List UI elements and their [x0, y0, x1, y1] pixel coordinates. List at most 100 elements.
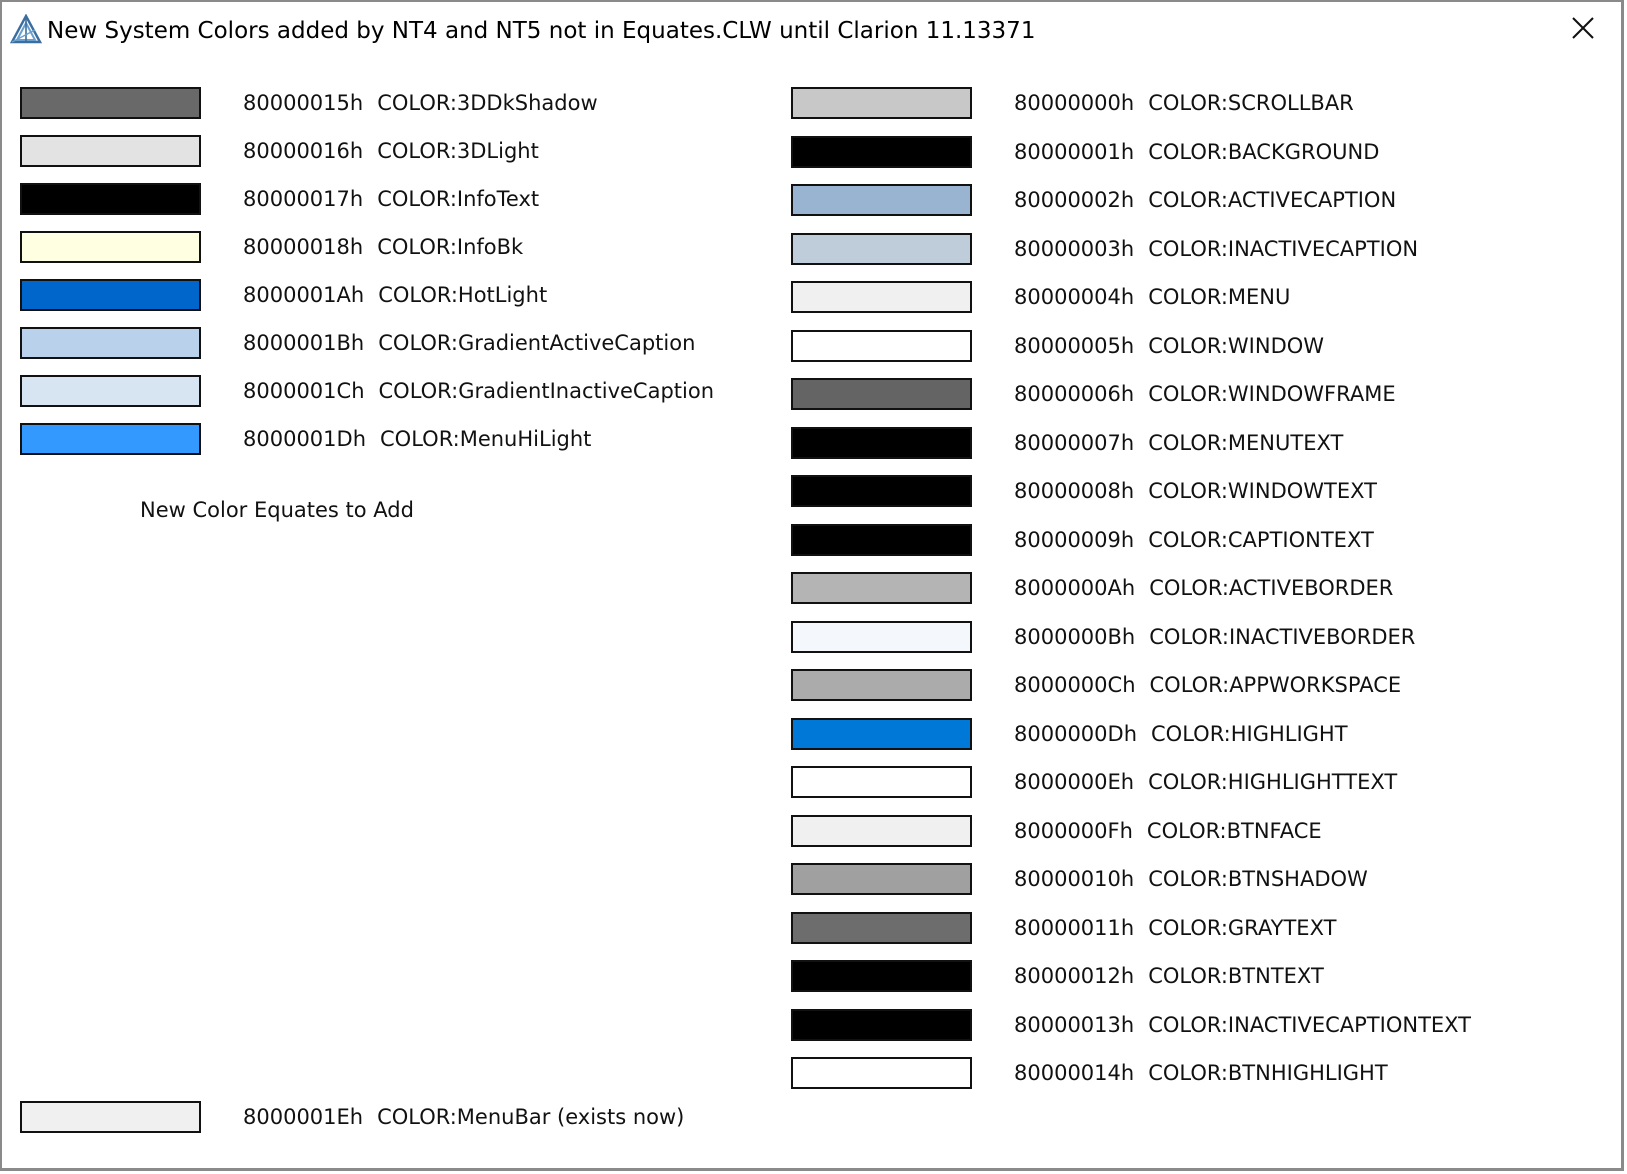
- color-code: 8000001Dh: [243, 427, 367, 451]
- color-equate-name: COLOR:SCROLLBAR: [1148, 91, 1354, 115]
- color-equate-name: COLOR:BACKGROUND: [1148, 140, 1380, 164]
- close-button[interactable]: [1557, 8, 1609, 52]
- color-code: 80000016h: [243, 139, 364, 163]
- color-code: 80000007h: [1014, 431, 1135, 455]
- color-equate-name: COLOR:InfoBk: [377, 235, 524, 259]
- color-code: 80000018h: [243, 235, 364, 259]
- color-equate-name: COLOR:BTNFACE: [1146, 819, 1322, 843]
- color-label: 80000002h COLOR:ACTIVECAPTION: [1014, 186, 1396, 214]
- color-swatch: [791, 572, 972, 604]
- color-label: 80000013h COLOR:INACTIVECAPTIONTEXT: [1014, 1011, 1471, 1039]
- color-code: 80000003h: [1014, 237, 1135, 261]
- color-label: 80000008h COLOR:WINDOWTEXT: [1014, 477, 1377, 505]
- color-equate-name: COLOR:GradientInactiveCaption: [378, 379, 715, 403]
- color-code: 80000001h: [1014, 140, 1135, 164]
- color-code: 80000011h: [1014, 916, 1135, 940]
- color-swatch: [791, 184, 972, 216]
- color-code: 8000000Bh: [1014, 625, 1136, 649]
- color-swatch: [791, 621, 972, 653]
- color-code: 8000000Eh: [1014, 770, 1135, 794]
- color-swatch: [791, 718, 972, 750]
- color-swatch: [20, 231, 201, 263]
- color-equate-name: COLOR:CAPTIONTEXT: [1148, 528, 1374, 552]
- title-bar[interactable]: New System Colors added by NT4 and NT5 n…: [2, 2, 1621, 58]
- color-equate-name: COLOR:APPWORKSPACE: [1149, 673, 1402, 697]
- color-code: 80000012h: [1014, 964, 1135, 988]
- color-code: 80000010h: [1014, 867, 1135, 891]
- color-swatch: [791, 960, 972, 992]
- color-label: 8000000Bh COLOR:INACTIVEBORDER: [1014, 623, 1415, 651]
- color-equate-name: COLOR:INACTIVECAPTION: [1148, 237, 1419, 261]
- new-equates-note: New Color Equates to Add: [140, 498, 414, 522]
- color-label: 8000000Fh COLOR:BTNFACE: [1014, 817, 1322, 845]
- color-swatch: [791, 281, 972, 313]
- color-code: 80000014h: [1014, 1061, 1135, 1085]
- color-label: 80000001h COLOR:BACKGROUND: [1014, 138, 1379, 166]
- color-code: 80000000h: [1014, 91, 1135, 115]
- color-equate-name: COLOR:GRAYTEXT: [1148, 916, 1337, 940]
- color-equate-name: COLOR:INACTIVEBORDER: [1149, 625, 1416, 649]
- color-code: 80000015h: [243, 91, 364, 115]
- color-swatch: [791, 427, 972, 459]
- color-equate-name: COLOR:INACTIVECAPTIONTEXT: [1148, 1013, 1472, 1037]
- color-code: 80000002h: [1014, 188, 1135, 212]
- color-swatch: [791, 136, 972, 168]
- color-label: 80000005h COLOR:WINDOW: [1014, 332, 1324, 360]
- color-label: 8000000Ch COLOR:APPWORKSPACE: [1014, 671, 1401, 699]
- color-swatch: [791, 766, 972, 798]
- color-label: 80000006h COLOR:WINDOWFRAME: [1014, 380, 1396, 408]
- color-swatch: [791, 524, 972, 556]
- color-code: 8000000Dh: [1014, 722, 1138, 746]
- color-equate-name: COLOR:WINDOW: [1148, 334, 1325, 358]
- color-code: 80000017h: [243, 187, 364, 211]
- color-code: 80000013h: [1014, 1013, 1135, 1037]
- color-swatch: [791, 1057, 972, 1089]
- color-code: 8000001Eh: [243, 1105, 364, 1129]
- color-code: 80000008h: [1014, 479, 1135, 503]
- color-swatch: [791, 87, 972, 119]
- color-swatch: [791, 912, 972, 944]
- color-code: 80000006h: [1014, 382, 1135, 406]
- color-equate-name: COLOR:BTNSHADOW: [1148, 867, 1368, 891]
- color-swatch: [20, 423, 201, 455]
- clarion-app-icon: [9, 13, 43, 46]
- color-equate-name: COLOR:3DLight: [377, 139, 539, 163]
- color-equate-name: COLOR:ACTIVECAPTION: [1148, 188, 1397, 212]
- color-code: 8000001Ah: [243, 283, 365, 307]
- color-swatch: [20, 279, 201, 311]
- color-equate-name: COLOR:BTNHIGHLIGHT: [1148, 1061, 1388, 1085]
- color-swatch: [20, 375, 201, 407]
- color-label: 80000000h COLOR:SCROLLBAR: [1014, 89, 1354, 117]
- color-label: 8000001Eh COLOR:MenuBar (exists now): [243, 1103, 684, 1131]
- color-swatch: [791, 1009, 972, 1041]
- color-code: 8000001Bh: [243, 331, 365, 355]
- color-label: 80000011h COLOR:GRAYTEXT: [1014, 914, 1336, 942]
- color-label: 80000003h COLOR:INACTIVECAPTION: [1014, 235, 1418, 263]
- color-swatch: [791, 330, 972, 362]
- color-equate-name: COLOR:MENUTEXT: [1148, 431, 1344, 455]
- color-label: 8000000Dh COLOR:HIGHLIGHT: [1014, 720, 1348, 748]
- color-code: 8000000Fh: [1014, 819, 1133, 843]
- color-code: 80000005h: [1014, 334, 1135, 358]
- color-swatch: [20, 327, 201, 359]
- color-equate-name: COLOR:MenuBar (exists now): [377, 1105, 685, 1129]
- color-code: 80000004h: [1014, 285, 1135, 309]
- color-swatch: [791, 475, 972, 507]
- color-code: 8000000Ch: [1014, 673, 1136, 697]
- color-equate-name: COLOR:HIGHLIGHT: [1151, 722, 1348, 746]
- close-icon: [1572, 17, 1594, 43]
- color-swatch: [20, 135, 201, 167]
- color-equate-name: COLOR:WINDOWFRAME: [1148, 382, 1396, 406]
- color-equate-name: COLOR:WINDOWTEXT: [1148, 479, 1377, 503]
- color-label: 80000016h COLOR:3DLight: [243, 137, 539, 165]
